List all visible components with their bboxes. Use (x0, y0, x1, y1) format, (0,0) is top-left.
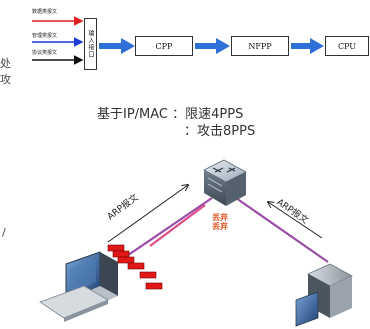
input-port-box: 输入接口 (84, 18, 97, 70)
stage-box-cpp: CPP (135, 36, 193, 56)
switch-icon (203, 159, 247, 206)
drop-label-2: 丢弃 (212, 222, 228, 231)
input-port-label: 输入接口 (87, 30, 94, 58)
input-label-protocol: 协议类报文 (32, 50, 58, 56)
pipeline-arrow-2 (195, 38, 230, 54)
arp-arrow-left (107, 185, 188, 243)
input-label-data: 数据类报文 (32, 9, 58, 15)
packet-6 (145, 282, 163, 290)
pc-left-icon (39, 251, 118, 322)
limit-line-attack: ：攻击8PPS (184, 124, 256, 139)
arp-arrow-right (268, 202, 323, 239)
input-label-management: 管理类报文 (32, 33, 58, 39)
pipeline-arrow-3 (291, 38, 324, 54)
limit-line-rate: 基于IP/MAC ：限速4PPS (97, 107, 244, 122)
packet-3 (117, 256, 135, 264)
stage-label-cpp: CPP (155, 41, 173, 51)
dropped-packets (107, 244, 163, 290)
packet-5 (139, 271, 157, 279)
edge-char-1: 处 (0, 57, 11, 70)
packet-4 (127, 262, 145, 270)
pc-right-icon (295, 263, 353, 327)
edge-char-2: 攻 (0, 73, 11, 86)
link-left (117, 197, 213, 263)
packet-1 (107, 244, 125, 252)
packet-2 (112, 250, 130, 258)
attack-line (149, 204, 206, 247)
stage-box-nfpp: NFPP (231, 36, 289, 56)
stage-label-cpu: CPU (337, 41, 357, 51)
stage-label-nfpp: NFPP (248, 41, 272, 51)
pipeline-arrow-1 (99, 38, 135, 54)
drop-label-1: 丢弃 (212, 213, 228, 222)
link-right (235, 197, 329, 263)
stage-box-cpu: CPU (325, 36, 369, 56)
edge-char-3: / (2, 226, 6, 239)
